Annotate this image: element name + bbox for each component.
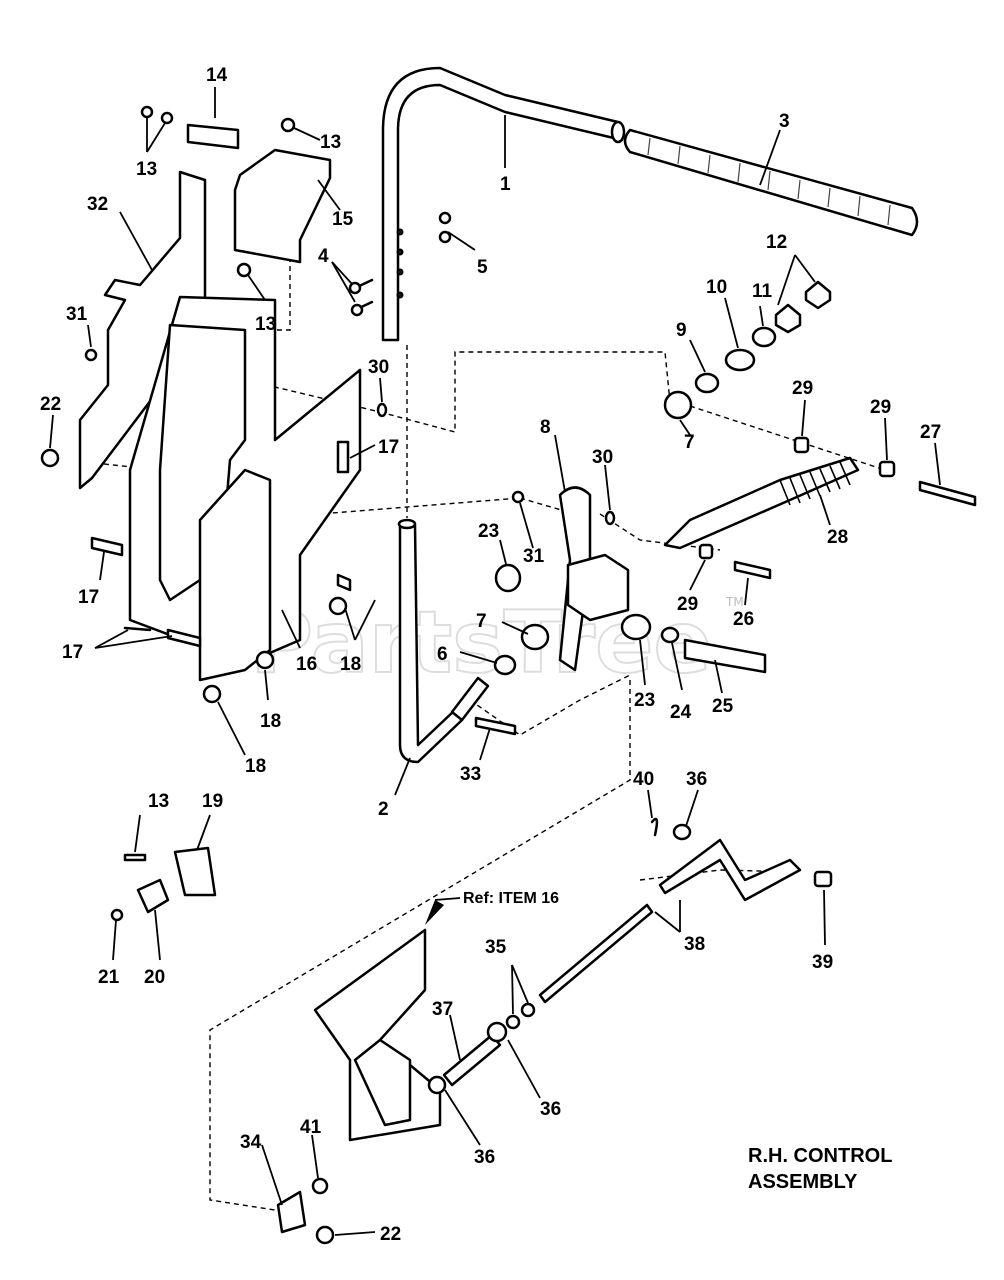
callout-1: 1: [500, 174, 511, 195]
alignment-lines: [94, 260, 886, 1211]
callout-3: 3: [779, 111, 790, 132]
callout-20: 20: [144, 967, 165, 988]
callout-17-a: 17: [378, 437, 399, 458]
callout-8: 8: [540, 417, 551, 438]
callout-35: 35: [485, 937, 507, 958]
watermark-trademark: TM: [725, 595, 744, 609]
callout-36-c: 36: [474, 1147, 495, 1168]
callout-16: 16: [296, 654, 317, 675]
callout-4: 4: [318, 246, 329, 267]
callout-34: 34: [240, 1132, 262, 1153]
callout-17-c: 17: [62, 642, 83, 663]
callout-41: 41: [300, 1117, 322, 1138]
callout-12: 12: [766, 232, 787, 253]
callout-40: 40: [633, 769, 654, 790]
callout-9: 9: [676, 320, 687, 341]
callout-30-b: 30: [592, 447, 613, 468]
shaft-top: [397, 518, 417, 530]
caption-line-2: ASSEMBLY: [748, 1171, 858, 1193]
hardware: [40, 105, 977, 736]
callout-29-a: 29: [792, 378, 813, 399]
callout-15: 15: [332, 209, 354, 230]
callout-numbers: 14 13 13 15 32 1 3 5 4 13 12 10 11 9 31 …: [40, 65, 941, 1245]
clip: [186, 123, 240, 150]
gate-bracket: [198, 468, 272, 682]
control-shaft: [398, 523, 464, 764]
handle-holes: [396, 228, 404, 299]
callout-2: 2: [378, 799, 389, 820]
callout-22-a: 22: [40, 394, 61, 415]
callout-37: 37: [432, 999, 453, 1020]
callout-10: 10: [706, 277, 727, 298]
callout-18-a: 18: [340, 654, 361, 675]
ref-item-16-label: Ref: ITEM 16: [463, 890, 559, 907]
callout-29-c: 29: [677, 594, 698, 615]
top-bracket: [233, 148, 332, 264]
callout-6: 6: [437, 644, 448, 665]
callout-36-a: 36: [686, 769, 707, 790]
callout-5: 5: [477, 257, 488, 278]
callout-14: 14: [206, 65, 228, 86]
watermark: PartsTree: [250, 593, 712, 693]
callout-30-a: 30: [368, 357, 389, 378]
callout-36-b: 36: [540, 1099, 561, 1120]
callout-38: 38: [684, 934, 705, 955]
callout-23-b: 23: [634, 690, 655, 711]
leader-lines: [49, 87, 941, 1236]
shaft-pivot-pin: [450, 676, 490, 722]
callout-33: 33: [460, 764, 481, 785]
callout-32: 32: [87, 194, 108, 215]
handle-grip: [623, 128, 919, 237]
callout-28: 28: [827, 527, 848, 548]
callout-19: 19: [202, 791, 223, 812]
callout-13-a: 13: [136, 159, 157, 180]
callout-29-b: 29: [870, 397, 891, 418]
control-handle: [381, 66, 624, 342]
callout-7-a: 7: [684, 432, 695, 453]
callout-13-d: 13: [148, 791, 169, 812]
caption-line-1: R.H. CONTROL: [748, 1145, 892, 1167]
return-spring: [663, 456, 860, 550]
callout-23-a: 23: [478, 521, 499, 542]
pivot-block: [566, 553, 630, 622]
callout-7-b: 7: [476, 611, 487, 632]
grip-texture: [647, 137, 891, 226]
callout-13-c: 13: [255, 314, 276, 335]
callout-18-c: 18: [245, 756, 266, 777]
callout-13-b: 13: [320, 132, 341, 153]
callout-18-b: 18: [260, 711, 281, 732]
spring-coils: [779, 461, 851, 506]
callout-21: 21: [98, 967, 120, 988]
callout-11: 11: [752, 281, 773, 302]
lower-assembly: [110, 817, 833, 1245]
callout-24: 24: [670, 702, 692, 723]
handle-end: [610, 120, 626, 144]
ref-arrow: [425, 900, 444, 925]
callout-17-b: 17: [78, 587, 99, 608]
callout-31-a: 31: [66, 304, 88, 325]
callout-31-b: 31: [523, 546, 545, 567]
callout-39: 39: [812, 952, 833, 973]
callout-26: 26: [733, 609, 754, 630]
callout-22-b: 22: [380, 1224, 401, 1245]
callout-27: 27: [920, 422, 941, 443]
callout-25: 25: [712, 696, 734, 717]
